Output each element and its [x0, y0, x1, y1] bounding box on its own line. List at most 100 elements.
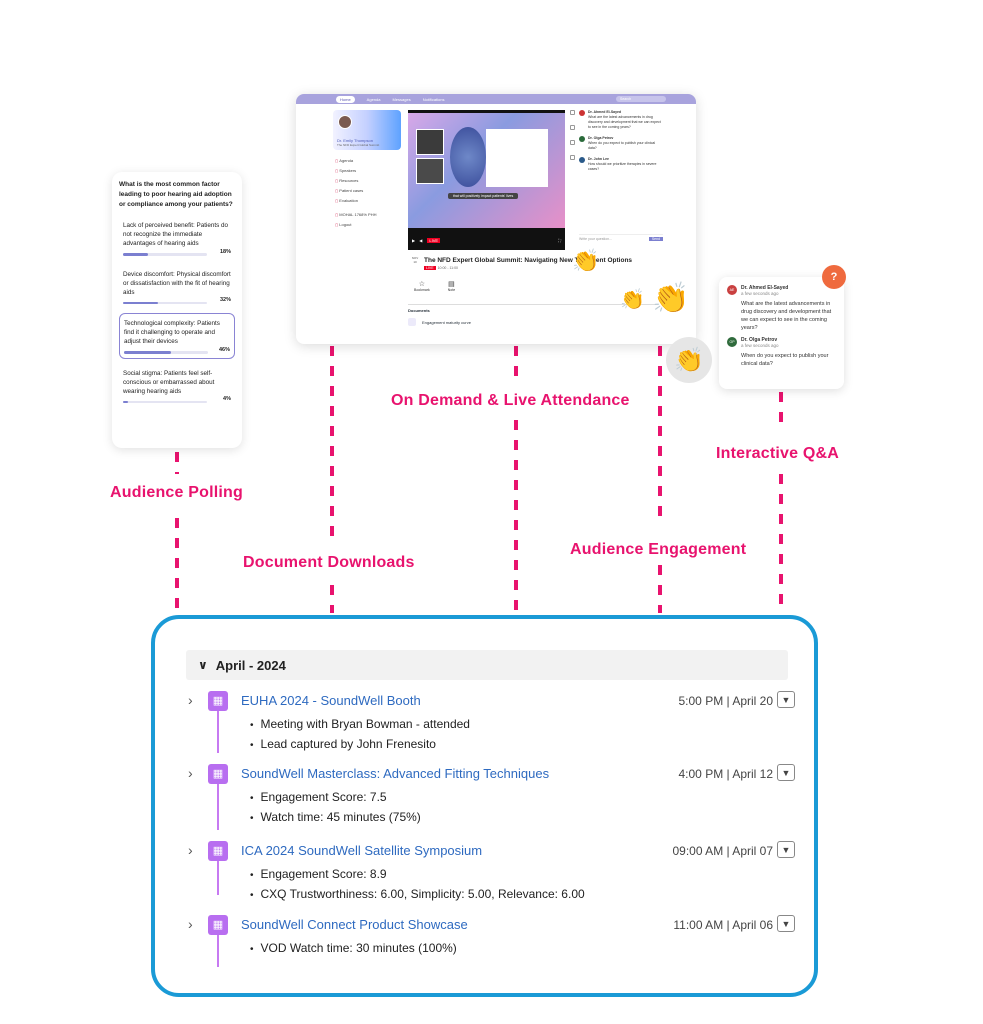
- event-app-window: Home Agenda Messages Notifications Searc…: [296, 94, 696, 344]
- poll-icon[interactable]: [569, 140, 575, 145]
- qa-text: What are the latest advancements in drug…: [741, 301, 832, 331]
- qa-time: a few seconds ago: [741, 291, 779, 296]
- event-title[interactable]: ICA 2024 SoundWell Satellite Symposium: [241, 843, 483, 858]
- poll-option[interactable]: Lack of perceived benefit: Patients do n…: [119, 216, 235, 260]
- clap-reaction-bubble[interactable]: 👏: [666, 337, 712, 383]
- poll-bar: [124, 351, 208, 354]
- chat-input[interactable]: Write your question...Send: [579, 234, 663, 242]
- files-icon[interactable]: [569, 155, 575, 160]
- event-detail: CXQ Trustworthiness: 6.00, Simplicity: 5…: [250, 885, 585, 905]
- nav-notifications[interactable]: Notifications: [422, 96, 445, 102]
- avatar: AE: [727, 285, 737, 295]
- event-details: VOD Watch time: 30 minutes (100%): [250, 939, 457, 959]
- poll-option-selected[interactable]: Technological complexity: Patients find …: [119, 313, 235, 359]
- video-player[interactable]: that will positively impact patients' li…: [408, 110, 565, 250]
- event-dropdown-button[interactable]: ▼: [777, 841, 795, 858]
- bookmark-label: Bookmark: [414, 288, 430, 292]
- event-detail: Watch time: 45 minutes (75%): [250, 808, 421, 828]
- play-icon[interactable]: ▶: [412, 238, 416, 243]
- people-icon[interactable]: [569, 125, 575, 130]
- documents-heading: Documents: [408, 308, 430, 313]
- live-badge: LIVE: [424, 266, 436, 270]
- nav-messages[interactable]: Messages: [392, 96, 411, 102]
- poll-option[interactable]: Device discomfort: Physical discomfort o…: [119, 265, 235, 309]
- document-icon: [408, 318, 416, 326]
- session-date: NOV 10: [411, 256, 419, 264]
- send-button[interactable]: Send: [648, 237, 663, 241]
- event-title[interactable]: SoundWell Connect Product Showcase: [241, 917, 468, 932]
- activity-timeline: ∨ April - 2024 › ▦ EUHA 2024 - SoundWell…: [151, 615, 818, 997]
- callout-qa: Interactive Q&A: [716, 445, 840, 462]
- poll-option-text: Lack of perceived benefit: Patients do n…: [123, 222, 229, 247]
- menu-item-resources[interactable]: Resources: [335, 176, 376, 186]
- connector-qa-lower: [779, 474, 783, 613]
- poll-bar-fill: [123, 301, 159, 304]
- event-title[interactable]: SoundWell Masterclass: Advanced Fitting …: [241, 766, 550, 781]
- menu-item-patient-cases[interactable]: Patient cases: [335, 186, 376, 196]
- poll-question: What is the most common factor leading t…: [119, 181, 233, 208]
- note-icon: ▤: [448, 281, 455, 288]
- fullscreen-icon[interactable]: ⛶: [558, 238, 561, 243]
- timeline-rail: [217, 711, 219, 753]
- event-dropdown-button[interactable]: ▼: [777, 915, 795, 932]
- event-detail: Engagement Score: 8.9: [250, 865, 585, 885]
- timeline-rail: [217, 784, 219, 830]
- chat-author: Dr. Olga Petrov: [588, 136, 614, 140]
- month-label: April - 2024: [215, 657, 286, 673]
- document-item[interactable]: Engagement maturity curve: [408, 318, 658, 326]
- nav-agenda[interactable]: Agenda: [366, 96, 381, 102]
- note-button[interactable]: ▤Note: [448, 280, 455, 292]
- chat-text: What are the latest advancements in drug…: [588, 115, 661, 129]
- poll-option-text: Device discomfort: Physical discomfort o…: [123, 270, 231, 296]
- calendar-icon: ▦: [208, 691, 228, 711]
- poll-bar: [123, 301, 207, 304]
- poll-option-text: Social stigma: Patients feel self-consci…: [123, 369, 215, 395]
- volume-icon[interactable]: ◀: [419, 238, 423, 243]
- poll-card: What is the most common factor leading t…: [112, 172, 242, 448]
- callout-polling: Audience Polling: [110, 484, 243, 501]
- chevron-right-icon[interactable]: ›: [188, 842, 193, 858]
- question-icon: ?: [822, 265, 846, 289]
- callout-attendance: On Demand & Live Attendance: [391, 392, 630, 409]
- connector-polling-upper: [175, 452, 179, 474]
- qa-time: a few seconds ago: [741, 343, 779, 348]
- chevron-right-icon[interactable]: ›: [188, 916, 193, 932]
- chat-author: Dr. Ahmed El-Sayed: [588, 110, 622, 114]
- poll-percent: 4%: [223, 396, 231, 402]
- documents-section: Documents Engagement maturity curve: [408, 304, 658, 326]
- video-frame: that will positively impact patients' li…: [408, 113, 565, 228]
- chevron-right-icon[interactable]: ›: [188, 765, 193, 781]
- qa-item: OP Dr. Olga Petrov a few seconds ago Whe…: [727, 337, 836, 368]
- menu-item-agenda[interactable]: Agenda: [335, 156, 376, 166]
- connector-qa-upper: [779, 392, 783, 432]
- chat-icon[interactable]: [569, 110, 575, 115]
- search-input[interactable]: Search: [616, 96, 666, 102]
- qa-item: AE Dr. Ahmed El-Sayed a few seconds ago …: [727, 285, 836, 332]
- poll-percent: 46%: [218, 346, 230, 353]
- event-title[interactable]: EUHA 2024 - SoundWell Booth: [241, 693, 421, 708]
- session-time: 10:00 - 11:00: [437, 266, 458, 270]
- calendar-icon: ▦: [208, 841, 228, 861]
- avatar: OP: [727, 337, 737, 347]
- event-details: Engagement Score: 8.9 CXQ Trustworthines…: [250, 865, 585, 905]
- chevron-right-icon[interactable]: ›: [188, 692, 193, 708]
- poll-bar-fill: [124, 351, 172, 354]
- nav-home[interactable]: Home: [336, 95, 355, 103]
- menu-item-evaluation[interactable]: Evaluation: [335, 196, 376, 206]
- video-controls[interactable]: ▶ ◀ LIVE ⛶: [408, 238, 565, 246]
- event-detail: Lead captured by John Frenesito: [250, 735, 470, 755]
- top-navigation: Home Agenda Messages Notifications Searc…: [296, 94, 696, 104]
- menu-item-logout[interactable]: Logout: [335, 220, 376, 230]
- menu-item-speakers[interactable]: Speakers: [335, 166, 376, 176]
- presentation-slide: [486, 129, 548, 187]
- event-datetime: 11:00 AM | April 06: [673, 918, 773, 932]
- menu-item-account[interactable]: MOHAL 1768% PHH: [335, 210, 376, 220]
- event-dropdown-button[interactable]: ▼: [777, 691, 795, 708]
- month-header[interactable]: ∨ April - 2024: [186, 650, 788, 680]
- bookmark-button[interactable]: ☆Bookmark: [414, 280, 430, 292]
- event-dropdown-button[interactable]: ▼: [777, 764, 795, 781]
- poll-option[interactable]: Social stigma: Patients feel self-consci…: [119, 364, 235, 408]
